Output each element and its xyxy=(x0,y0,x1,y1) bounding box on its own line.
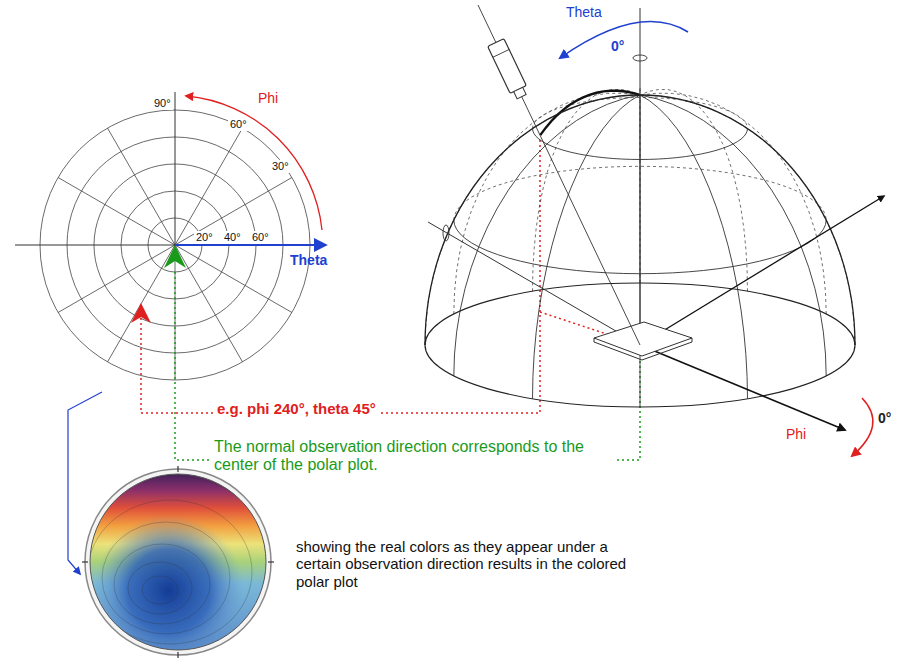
axis-label: Theta xyxy=(290,252,327,268)
spoke xyxy=(175,245,243,362)
note-text: showing the real colors as they appear u… xyxy=(296,538,646,590)
meridian xyxy=(640,95,855,345)
theta-arrow xyxy=(175,244,325,246)
angle-label: 0° xyxy=(611,38,624,54)
angle-label: 30° xyxy=(270,160,291,173)
angle-label: 40° xyxy=(222,231,243,244)
color-field xyxy=(88,472,268,652)
contour xyxy=(142,576,178,604)
phi-arc xyxy=(186,96,322,230)
theta-arc xyxy=(560,22,688,58)
detector xyxy=(488,39,530,101)
axis-line xyxy=(15,245,175,246)
tilt-axis xyxy=(428,222,640,345)
red-direction-arrow xyxy=(131,303,151,323)
angle-label: 60° xyxy=(228,118,249,131)
contour-lines xyxy=(56,452,296,668)
meridian xyxy=(533,89,641,291)
rotation-label: Theta xyxy=(566,4,602,20)
note-text: The normal observation direction corresp… xyxy=(212,438,616,475)
axis-line xyxy=(175,92,176,245)
angle-label: 90° xyxy=(152,97,173,110)
colored-polar-plot xyxy=(56,452,296,668)
spoke xyxy=(108,128,176,245)
rotation-mark xyxy=(443,225,449,241)
plot-bezel xyxy=(85,469,271,655)
meridian xyxy=(425,95,640,345)
tick xyxy=(177,652,178,658)
angle-label: 60° xyxy=(250,231,271,244)
contour xyxy=(56,452,296,668)
spoke xyxy=(175,128,243,245)
tick xyxy=(177,466,178,472)
rotation-mark xyxy=(633,55,647,61)
sample-plate xyxy=(594,322,692,356)
spoke xyxy=(175,178,292,246)
plot-rim xyxy=(90,474,266,650)
contour xyxy=(102,522,230,634)
axis-arrow xyxy=(640,196,884,345)
angle-label: 20° xyxy=(194,231,215,244)
detector-body xyxy=(488,39,527,94)
sample-plate-edge xyxy=(594,338,692,360)
contour xyxy=(88,500,252,644)
theta-path xyxy=(540,91,640,135)
rotation-label: Phi xyxy=(786,426,806,442)
spoke xyxy=(175,245,292,313)
meridian xyxy=(640,95,748,399)
example-note: e.g. phi 240°, theta 45° xyxy=(215,400,378,417)
green-direction-arrow xyxy=(164,245,186,268)
tick xyxy=(268,561,274,562)
rotation-label: Phi xyxy=(258,90,278,106)
color-field xyxy=(88,472,268,652)
contour xyxy=(74,476,274,656)
green-leader xyxy=(175,272,640,460)
detector-ring xyxy=(493,49,509,57)
phi-arc xyxy=(852,398,873,456)
contour xyxy=(114,544,210,624)
meridian xyxy=(640,93,826,314)
vertical-axis xyxy=(640,8,641,345)
contour xyxy=(128,562,192,614)
observation-line xyxy=(478,5,640,345)
axis-arrow xyxy=(640,345,845,430)
spoke xyxy=(58,245,175,313)
meridian xyxy=(640,89,748,291)
tick xyxy=(82,561,88,562)
spoke xyxy=(58,178,175,246)
plot-ticks xyxy=(82,466,274,658)
detector-lens xyxy=(514,87,526,99)
angle-label: 0° xyxy=(878,410,891,426)
